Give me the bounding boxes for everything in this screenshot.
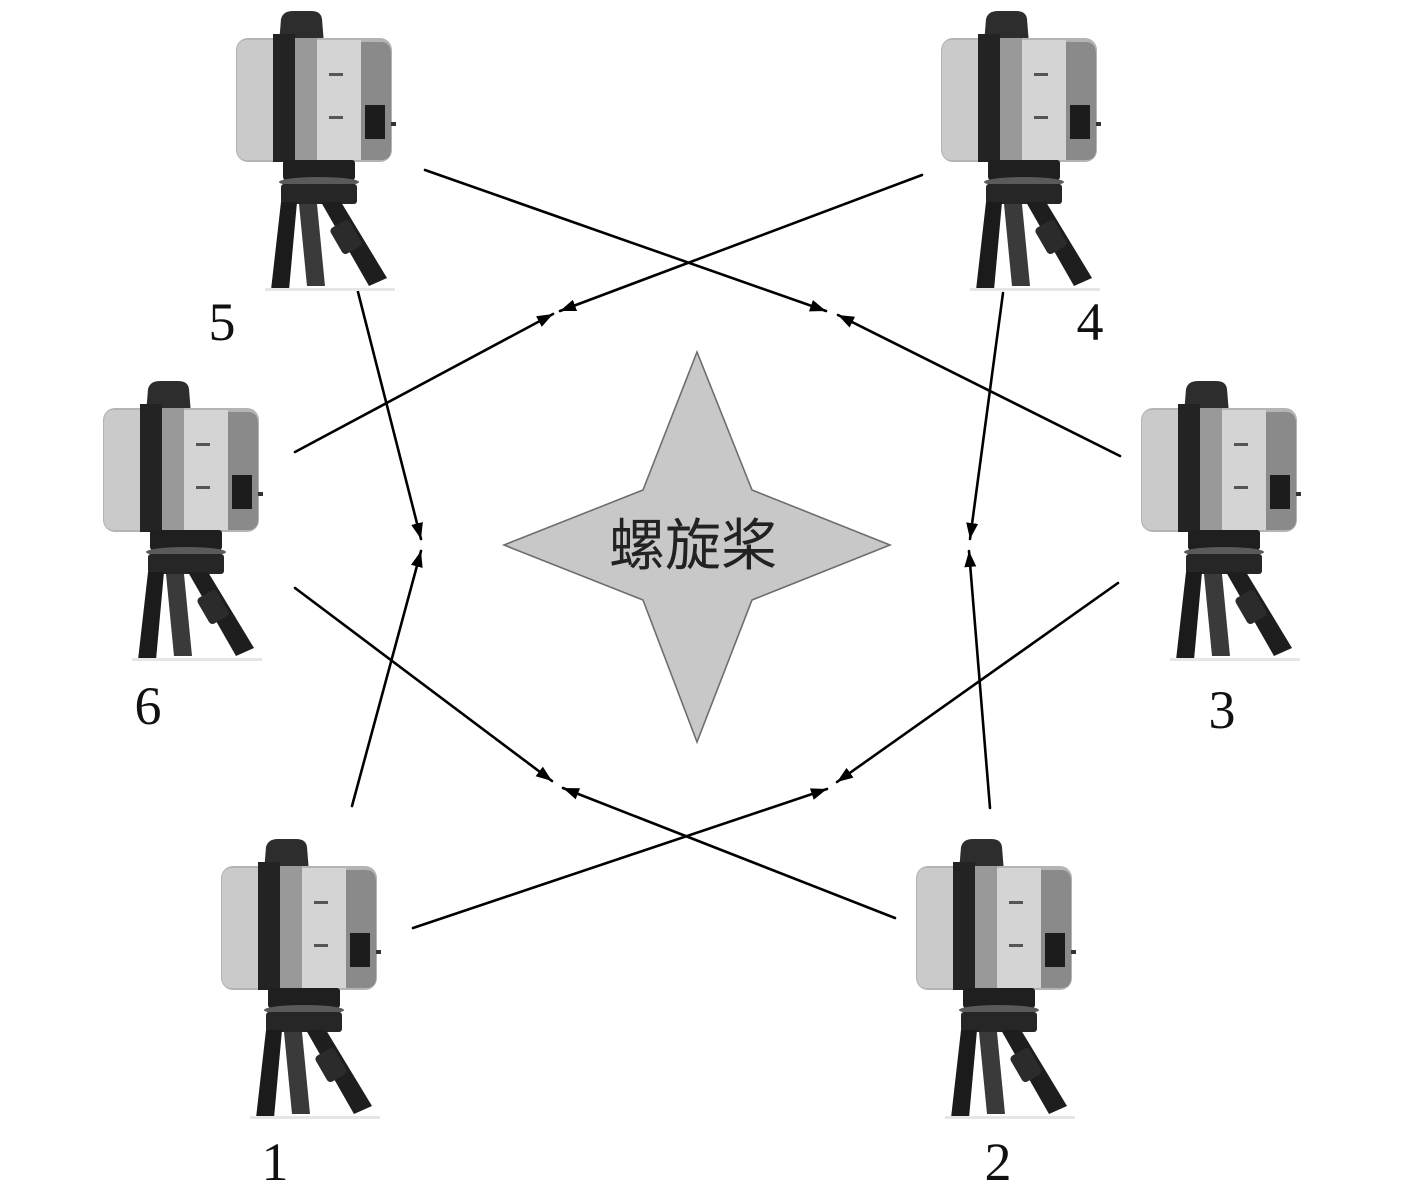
- laser-scanner-icon: [236, 11, 396, 291]
- scan-ray-scanner-6-down: [295, 588, 552, 781]
- laser-scanner-icon: [916, 839, 1076, 1119]
- scanner-label-6: 6: [135, 676, 162, 736]
- scan-ray-scanner-2-left: [563, 788, 895, 918]
- scan-ray-scanner-5-right: [425, 170, 826, 311]
- scanner-label-2: 2: [985, 1132, 1012, 1188]
- laser-scanner-icon: [103, 381, 263, 661]
- scan-ray-scanner-4-left: [560, 175, 922, 311]
- scan-ray-scanner-3-down: [837, 583, 1118, 782]
- scanner-label-1: 1: [262, 1132, 289, 1188]
- laser-scanner-icon: [941, 11, 1101, 291]
- scan-ray-scanner-6-up: [295, 314, 553, 452]
- laser-scanner-icon: [1141, 381, 1301, 661]
- scanner-label-3: 3: [1209, 680, 1236, 740]
- propeller-label: 螺旋桨: [609, 514, 777, 579]
- scan-ray-scanner-4-down: [970, 293, 1003, 539]
- scanner-station-5: 5: [209, 11, 397, 352]
- scanner-station-6: 6: [103, 381, 263, 736]
- scanner-station-1: 1: [221, 839, 381, 1188]
- scanner-label-5: 5: [209, 292, 236, 352]
- scanner-station-2: 2: [916, 839, 1076, 1188]
- propeller: 螺旋桨: [504, 352, 890, 742]
- scan-ray-scanner-1-up: [352, 551, 421, 806]
- scanner-label-4: 4: [1077, 292, 1104, 352]
- scan-ray-scanner-5-down: [358, 292, 421, 539]
- laser-scanner-icon: [221, 839, 381, 1119]
- scanner-station-3: 3: [1141, 381, 1301, 740]
- scanner-station-4: 4: [941, 11, 1104, 352]
